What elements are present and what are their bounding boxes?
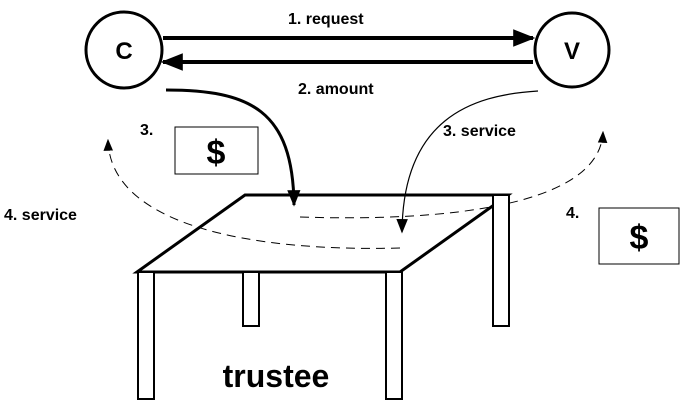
step3-service-label: 3. service xyxy=(443,123,516,140)
money-box-right: $ xyxy=(598,207,680,265)
client-node: C xyxy=(84,10,164,90)
vendor-node-label: V xyxy=(564,38,580,65)
step4-right-label: 4. xyxy=(566,205,579,222)
step3-left-label: 3. xyxy=(140,122,153,139)
table-leg-back-right xyxy=(492,194,510,327)
table-leg-front-right xyxy=(385,271,403,400)
amount-label: 2. amount xyxy=(298,81,374,98)
table-leg-front-left xyxy=(137,271,155,400)
vendor-node: V xyxy=(533,11,611,89)
trustee-table xyxy=(132,193,513,400)
table-leg-back-left xyxy=(242,271,260,327)
money-box-left: $ xyxy=(174,126,259,175)
dollar-sign-right: $ xyxy=(630,219,649,257)
client-node-label: C xyxy=(115,38,132,65)
table-top xyxy=(132,193,513,274)
payment-to-vendor-dashed-arrow xyxy=(299,130,608,219)
dollar-sign-left: $ xyxy=(207,134,226,172)
trustee-label: trustee xyxy=(223,358,330,394)
step4-service-label: 4. service xyxy=(4,207,77,224)
payment-to-trustee-arrow xyxy=(165,88,301,207)
service-to-trustee-arrow xyxy=(396,90,539,234)
request-label: 1. request xyxy=(288,11,364,28)
